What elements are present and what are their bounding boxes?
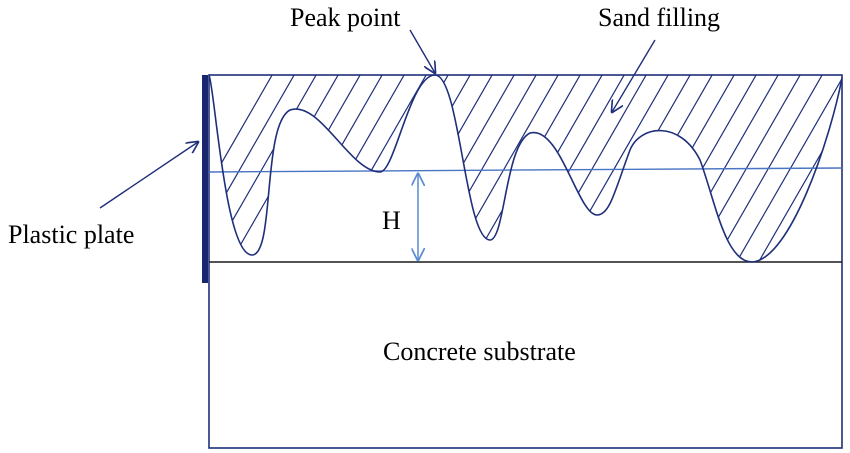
hatch-line [643,75,760,262]
hatch-line [291,75,408,262]
hatch-line [225,75,342,262]
hatch-line [209,75,320,262]
surface-profile [208,74,843,263]
hatch-line [775,75,842,262]
peak-point-arrow [409,29,435,73]
hatch-line [731,75,842,262]
hatch-line [819,75,842,262]
peak-point-label: Peak point [290,3,401,32]
sand-filling-label: Sand filling [598,3,720,32]
hatch-line [209,75,298,262]
hatch-line [665,75,782,262]
hatch-line [753,75,842,262]
hatch-line [269,75,386,262]
hatch-line [621,75,738,262]
plastic-plate-arrow [99,142,198,209]
hatch-line [687,75,804,262]
mean-line [208,167,843,173]
plastic-plate-label: Plastic plate [8,220,134,249]
concrete-substrate-label: Concrete substrate [383,337,576,366]
height-label: H [382,206,401,235]
hatch-line [841,75,842,262]
sand-filling-arrow [612,39,656,112]
hatch-line [247,75,364,262]
hatch-line [709,75,826,262]
plastic-plate [202,75,208,283]
hatch-line [209,75,276,262]
